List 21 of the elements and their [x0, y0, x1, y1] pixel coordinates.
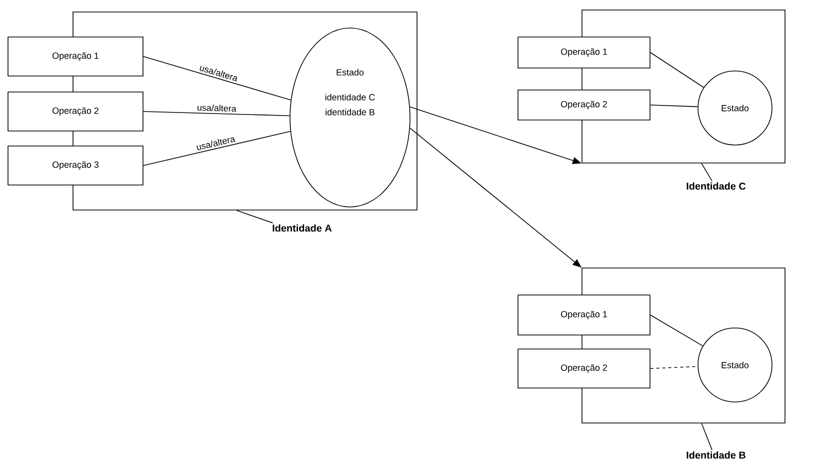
- operation-box: Operação 2: [8, 92, 144, 132]
- operation-box: Operação 1: [518, 36, 650, 68]
- identity-label: Identidade B: [686, 451, 746, 459]
- connector-line: [143, 56, 292, 100]
- leader-line: [701, 423, 712, 450]
- operation-box: Operação 2: [518, 90, 650, 120]
- connector-line: [143, 130, 291, 166]
- connector-line: [143, 111, 290, 116]
- identity-label: Identidade C: [686, 182, 746, 190]
- connector-line: [650, 314, 704, 346]
- operation-box: Operação 2: [518, 348, 650, 388]
- edge-label: usa/altera: [196, 103, 238, 113]
- connector-line: [650, 104, 698, 108]
- operation-box: Operação 1: [518, 294, 650, 336]
- identity-label: Identidade A: [272, 224, 332, 232]
- leader-line: [701, 163, 712, 182]
- operation-box: Operação 1: [8, 36, 144, 76]
- leader-line: [236, 210, 274, 224]
- operation-box: Operação 3: [8, 146, 144, 186]
- edge-label: usa/altera: [194, 134, 237, 152]
- connector-line: [650, 52, 704, 88]
